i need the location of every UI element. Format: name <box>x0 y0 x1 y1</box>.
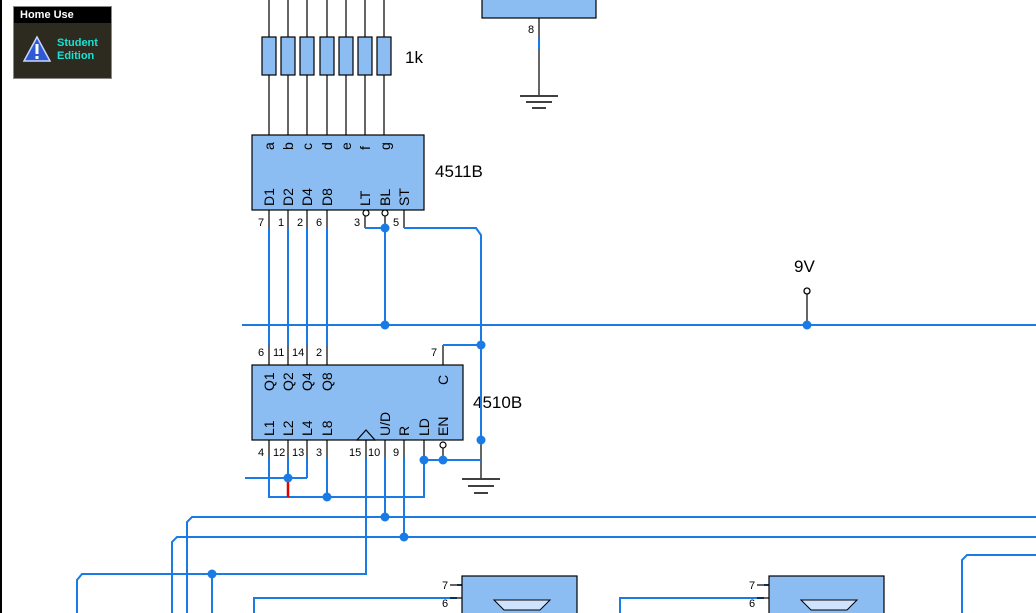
badge-edition-line2: Edition <box>57 50 95 62</box>
counter-pin-number: 12 <box>273 447 285 459</box>
decoder-pin-number: 1 <box>278 217 284 229</box>
counter-pin-label-l4: L4 <box>299 420 315 436</box>
decoder-pin-number: 6 <box>316 217 322 229</box>
decoder-pin-label-st: ST <box>396 188 412 206</box>
decoder-pin-label-f: f <box>357 146 373 150</box>
counter-chip[interactable] <box>251 364 464 441</box>
resistor-bank[interactable] <box>261 0 392 135</box>
supply-terminal[interactable] <box>803 287 811 295</box>
decoder-pin-label-d2: D2 <box>280 188 296 206</box>
counter-pin-label-l2: L2 <box>280 420 296 436</box>
warning-triangle-icon <box>22 35 52 63</box>
resistor[interactable] <box>376 36 392 76</box>
decoder-pin-label-d4: D4 <box>299 188 315 206</box>
badge-title: Home Use <box>14 7 111 23</box>
decoder-pin-label-g: g <box>377 142 393 150</box>
resistor[interactable] <box>357 36 373 76</box>
counter-pin-label-ud: U/D <box>377 412 393 436</box>
counter-pin-number: 9 <box>393 447 399 459</box>
counter-pin-number: 6 <box>258 347 264 359</box>
counter-pin-number: 7 <box>431 347 437 359</box>
lower-chip-1[interactable] <box>450 575 578 613</box>
decoder-pin-label-d8: D8 <box>319 188 335 206</box>
counter-pin-label-r: R <box>396 426 412 436</box>
decoder-chip[interactable] <box>251 134 425 211</box>
badge-edition-line1: Student <box>57 37 98 49</box>
counter-pin-number: 3 <box>316 447 322 459</box>
decoder-pin-label-a: a <box>261 142 277 150</box>
lower-chip-1-pin: 7 <box>442 580 448 592</box>
decoder-pin-number: 2 <box>297 217 303 229</box>
resistor[interactable] <box>338 36 354 76</box>
decoder-pin-number: 5 <box>393 217 399 229</box>
decoder-pin-label-c: c <box>299 143 315 150</box>
counter-pin-number: 4 <box>258 447 264 459</box>
lower-chip-2-pin: 6 <box>749 598 755 610</box>
wires[interactable] <box>76 227 1036 613</box>
decoder-pin-label-bl: BL <box>377 189 393 206</box>
resistor[interactable] <box>261 36 277 76</box>
resistor[interactable] <box>280 36 296 76</box>
counter-pin-label-en: EN <box>435 417 451 436</box>
counter-pin-number: 11 <box>273 347 284 359</box>
counter-pin-label-q8: Q8 <box>319 372 335 391</box>
top-chip-pin: 8 <box>528 24 534 36</box>
counter-pin-label-q1: Q1 <box>261 372 277 391</box>
counter-pin-number: 10 <box>368 447 380 459</box>
counter-pin-label-q2: Q2 <box>280 372 296 391</box>
decoder-pin-label-lt: LT <box>357 190 373 206</box>
resistor[interactable] <box>299 36 315 76</box>
counter-pin-number: 14 <box>292 347 304 359</box>
ground-symbol <box>520 95 558 109</box>
counter-pin-label-q4: Q4 <box>299 372 315 391</box>
decoder-pin-label-b: b <box>280 142 296 150</box>
junctions <box>207 223 812 579</box>
counter-pin-label-l8: L8 <box>319 420 335 436</box>
resistor-value-label: 1k <box>405 48 423 67</box>
decoder-pin-label-d1: D1 <box>261 188 277 206</box>
decoder-pin-label-e: e <box>338 142 354 150</box>
decoder-pin-number: 3 <box>354 217 360 229</box>
edition-badge: Home Use Student Edition <box>13 6 112 79</box>
decoder-name: 4511B <box>435 162 483 181</box>
counter-pin-label-c: C <box>435 375 451 385</box>
lower-chip-2[interactable] <box>757 575 885 613</box>
lower-chip-1-pin: 6 <box>442 598 448 610</box>
decoder-pin-number: 7 <box>258 217 264 229</box>
counter-pin-label-ld: LD <box>416 418 432 436</box>
top-chip[interactable] <box>481 0 597 19</box>
counter-name: 4510B <box>473 393 522 412</box>
supply-label: 9V <box>794 257 815 276</box>
counter-pin-number: 15 <box>349 447 361 459</box>
counter-pin-number: 2 <box>316 347 322 359</box>
ground-symbol <box>462 478 500 494</box>
badge-edition: Student Edition <box>57 37 98 63</box>
resistor[interactable] <box>319 36 335 76</box>
lower-chip-2-pin: 7 <box>749 580 755 592</box>
decoder-pin-label-d: d <box>319 142 335 150</box>
counter-pin-label-l1: L1 <box>261 420 277 436</box>
counter-pin-number: 13 <box>292 447 304 459</box>
